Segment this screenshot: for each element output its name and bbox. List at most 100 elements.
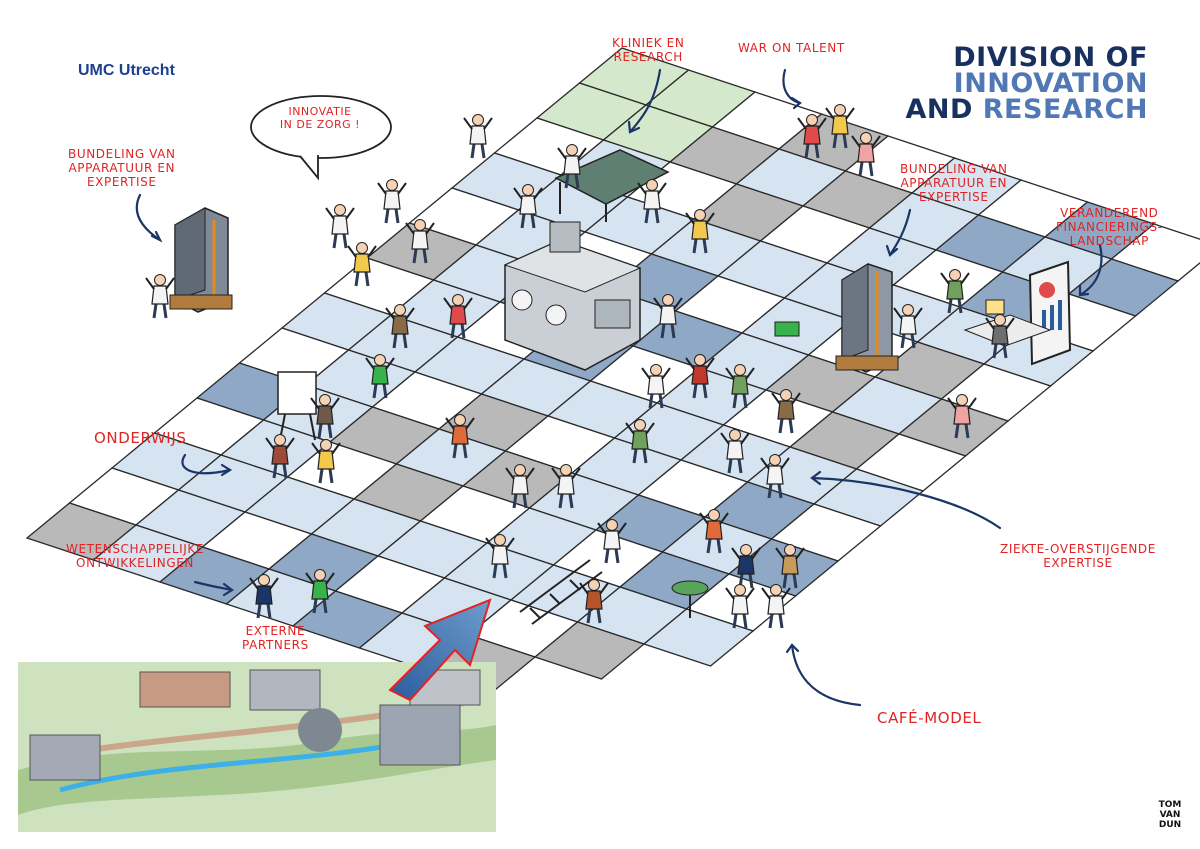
person-figure (310, 394, 340, 439)
central-machine (503, 221, 642, 371)
note-wetenschappelijke: WETENSCHAPPELIJKE ONTWIKKELINGEN (66, 542, 204, 570)
person-figure (725, 584, 755, 629)
note-line: ONTWIKKELINGEN (76, 556, 194, 570)
note-bundeling-right: BUNDELING VAN APPARATUUR EN EXPERTISE (900, 162, 1008, 204)
note-line: LANDSCHAP (1069, 234, 1149, 248)
floor-tile (533, 621, 646, 680)
signature-line: TOM (1158, 800, 1182, 810)
person-figure (985, 314, 1015, 359)
note-ziekte: ZIEKTE-OVERSTIJGENDE EXPERTISE (1000, 542, 1156, 570)
campus-arrow (388, 598, 492, 702)
person-figure (725, 364, 755, 409)
equipment-cabinet-left (169, 207, 233, 313)
flip-chart (277, 371, 317, 441)
note-bundeling-left: BUNDELING VAN APPARATUUR EN EXPERTISE (68, 147, 176, 189)
speech-bubble-text: INNOVATIE IN DE ZORG ! (250, 105, 390, 131)
person-figure (685, 354, 715, 399)
person-figure (311, 439, 341, 484)
title-line-3: AND RESEARCH (905, 94, 1148, 125)
note-line: FINANCIERINGS- (1056, 220, 1163, 234)
person-figure (625, 419, 655, 464)
signature-line: VAN (1159, 810, 1181, 820)
note-line: EXPERTISE (1043, 556, 1113, 570)
green-crate (774, 321, 800, 337)
person-figure (445, 414, 475, 459)
note-veranderend: VERANDEREND FINANCIERINGS- LANDSCHAP (1056, 206, 1163, 248)
floor-tile (642, 608, 755, 667)
person-figure (685, 209, 715, 254)
speech-bubble-line-2: IN DE ZORG ! (279, 118, 361, 131)
person-figure (145, 274, 175, 319)
artist-signature: TOM VAN DUN (1150, 800, 1190, 830)
floor-grid (25, 47, 1200, 693)
person-figure (761, 584, 791, 629)
campus-aerial-image (18, 662, 496, 832)
hospital-bed (554, 149, 670, 222)
note-line: APPARATUUR EN (900, 176, 1008, 190)
person-figure (347, 242, 377, 287)
title-line-2: INNOVATION (954, 68, 1148, 99)
person-figure (653, 294, 683, 339)
note-kliniek-research: KLINIEK EN RESEARCH (612, 36, 684, 64)
note-line: WETENSCHAPPELIJKE (66, 542, 205, 556)
person-figure (637, 179, 667, 224)
note-line: ZIEKTE-OVERSTIJGENDE (1000, 542, 1156, 556)
person-figure (797, 114, 827, 159)
note-line: BUNDELING VAN (68, 147, 176, 161)
person-figure (731, 544, 761, 589)
equipment-cabinet-right (835, 263, 899, 373)
speech-bubble-line-1: INNOVATIE (288, 105, 352, 118)
title-research: RESEARCH (982, 94, 1148, 125)
person-figure (505, 464, 535, 509)
desk (963, 299, 1052, 347)
speech-bubble (250, 95, 392, 181)
person-figure (443, 294, 473, 339)
title-line-1: DIVISION OF (953, 42, 1148, 73)
person-figure (463, 114, 493, 159)
person-figure (720, 429, 750, 474)
person-figure (365, 354, 395, 399)
note-line: VERANDEREND (1060, 206, 1159, 220)
person-figure (513, 184, 543, 229)
signature-line: DUN (1158, 820, 1182, 830)
person-figure (597, 519, 627, 564)
note-line: APPARATUUR EN (68, 161, 176, 175)
person-figure (579, 579, 609, 624)
note-externe-partners: EXTERNE PARTNERS (242, 624, 309, 652)
note-line: EXPERTISE (87, 175, 157, 189)
annotation-arrows (135, 68, 1103, 707)
person-figure (265, 434, 295, 479)
person-figure (249, 574, 279, 619)
person-figure (940, 269, 970, 314)
person-figure (947, 394, 977, 439)
person-figure (699, 509, 729, 554)
person-figure (775, 544, 805, 589)
person-figure (377, 179, 407, 224)
person-figure (557, 144, 587, 189)
person-figure (551, 464, 581, 509)
person-figure (825, 104, 855, 149)
note-onderwijs: ONDERWIJS (94, 430, 186, 447)
person-figure (385, 304, 415, 349)
person-figure (325, 204, 355, 249)
cafe-table (671, 580, 709, 618)
note-line: BUNDELING VAN (900, 162, 1008, 176)
note-line: ONDERWIJS (94, 429, 187, 447)
person-figure (405, 219, 435, 264)
person-figure (851, 132, 881, 177)
note-line: PARTNERS (242, 638, 309, 652)
note-line: EXTERNE (245, 624, 306, 638)
note-line: RESEARCH (613, 50, 683, 64)
title-division: DIVISION OF (953, 42, 1148, 73)
note-line: EXPERTISE (919, 190, 989, 204)
person-figure (305, 569, 335, 614)
dashboard-screen (1028, 260, 1072, 366)
logo-area (40, 32, 198, 114)
note-line: WAR ON TALENT (738, 41, 845, 55)
note-line: KLINIEK EN (612, 36, 685, 50)
person-figure (760, 454, 790, 499)
note-line: CAFÉ-MODEL (877, 709, 982, 727)
logo-text: UMC Utrecht (78, 62, 175, 79)
note-cafe-model: CAFÉ-MODEL (877, 710, 981, 727)
